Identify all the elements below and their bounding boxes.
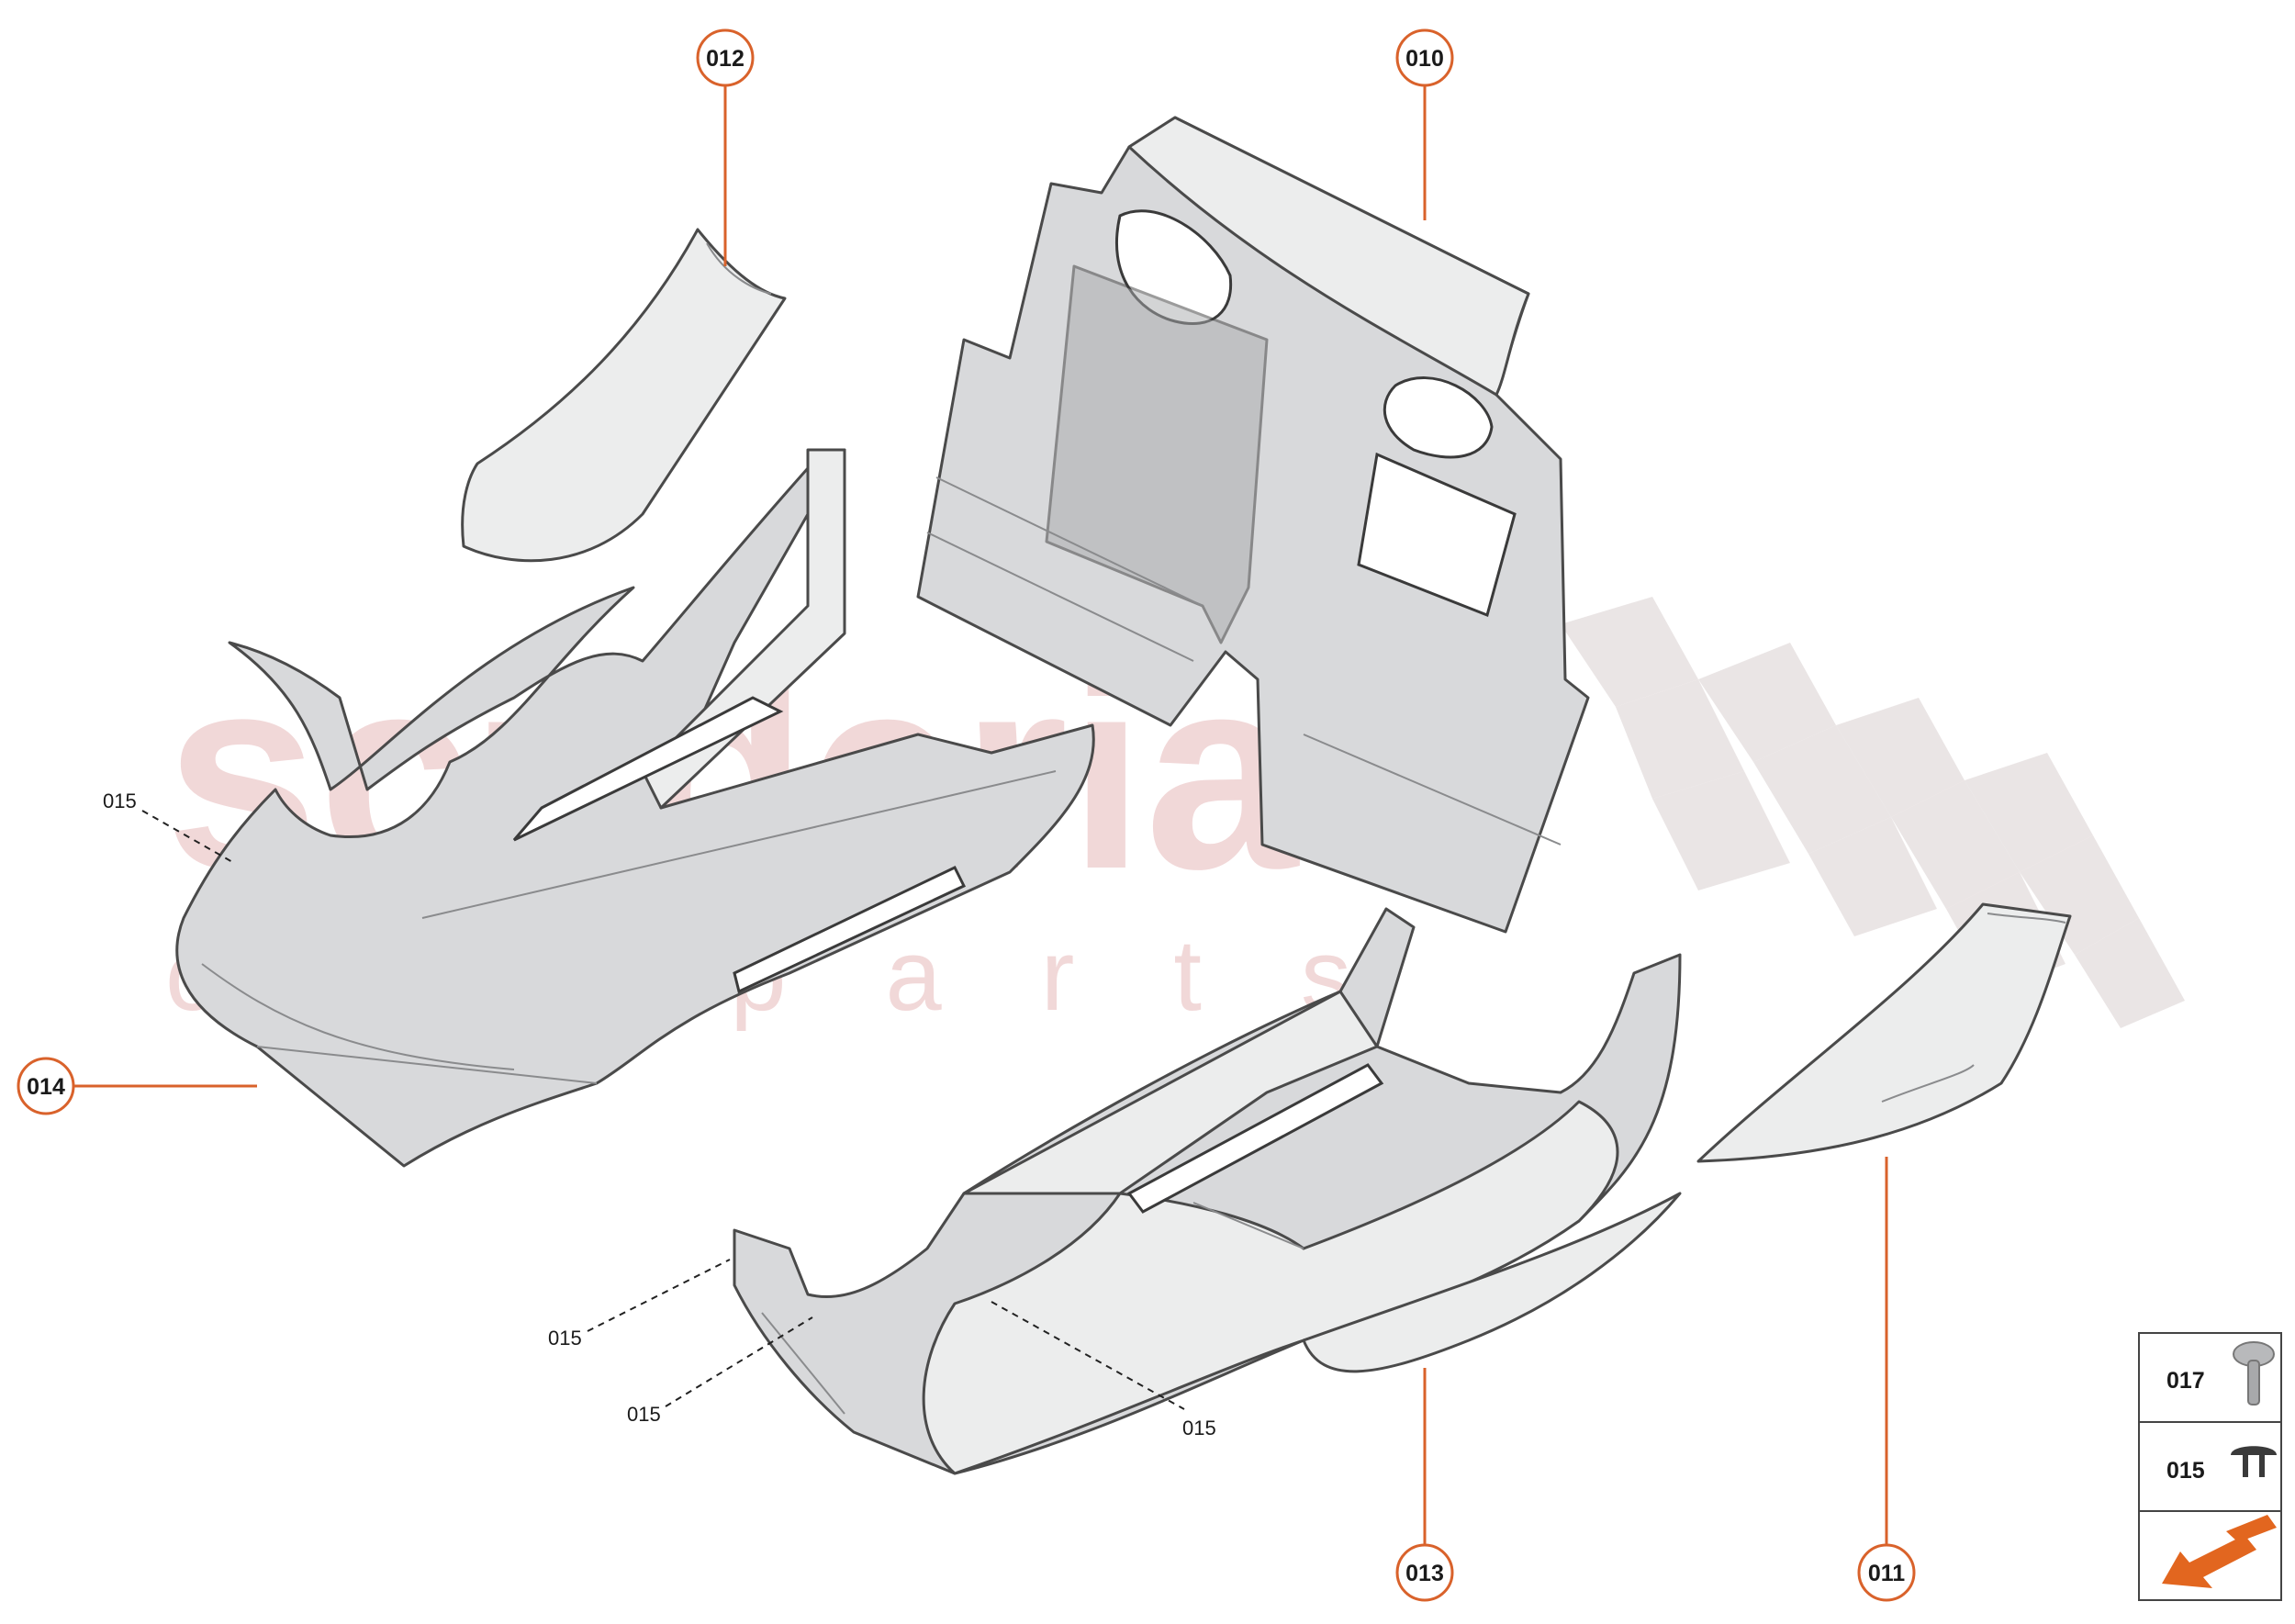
checkered-flag-watermark	[1561, 597, 2185, 1028]
legend-row-015[interactable]	[2138, 1421, 2282, 1512]
callout-011[interactable]: 011	[1857, 1157, 1916, 1602]
callout-013[interactable]: 013	[1395, 1368, 1454, 1602]
legend-code-017: 017	[2166, 1368, 2205, 1394]
part-013-rear-carpet	[733, 907, 1682, 1475]
callout-010-label: 010	[1405, 46, 1444, 72]
reference-015-d[interactable]: 015	[991, 1301, 1216, 1439]
part-014-front-carpet	[175, 448, 1095, 1168]
reference-015-a-leader	[141, 810, 235, 864]
callout-014[interactable]: 014	[17, 1057, 257, 1115]
callout-012[interactable]: 012	[696, 28, 755, 266]
reference-015-c[interactable]: 015	[627, 1316, 813, 1426]
reference-015-a-label: 015	[103, 790, 137, 812]
callout-014-circle	[17, 1057, 75, 1115]
callout-014-label: 014	[27, 1074, 65, 1100]
legend-code-015: 015	[2166, 1458, 2205, 1484]
reference-015-d-leader	[991, 1301, 1185, 1410]
rivet-icon	[2233, 1341, 2275, 1406]
callout-013-label: 013	[1405, 1561, 1444, 1586]
reference-015-c-leader	[665, 1316, 813, 1407]
part-010-rear-bulkhead	[916, 116, 1590, 934]
next-arrow-icon	[2162, 1515, 2277, 1588]
callout-012-label: 012	[706, 46, 744, 72]
fastener-legend: 017 015	[2138, 1332, 2282, 1601]
part-011-side-panel	[1696, 902, 2072, 1163]
callout-012-circle	[696, 28, 755, 87]
reference-015-c-label: 015	[627, 1403, 661, 1426]
reference-015-b-label: 015	[548, 1327, 582, 1350]
part-012-trim-panel	[461, 228, 787, 563]
callout-010-circle	[1395, 28, 1454, 87]
reference-015-a[interactable]: 015	[103, 790, 235, 864]
callout-011-label: 011	[1868, 1561, 1905, 1586]
reference-015-d-label: 015	[1182, 1417, 1216, 1439]
callout-011-circle	[1857, 1543, 1916, 1602]
callout-013-circle	[1395, 1543, 1454, 1602]
reference-015-b-leader	[587, 1259, 731, 1332]
clip-fastener-icon	[2231, 1446, 2277, 1477]
callout-010[interactable]: 010	[1395, 28, 1454, 220]
reference-015-b[interactable]: 015	[548, 1259, 731, 1350]
